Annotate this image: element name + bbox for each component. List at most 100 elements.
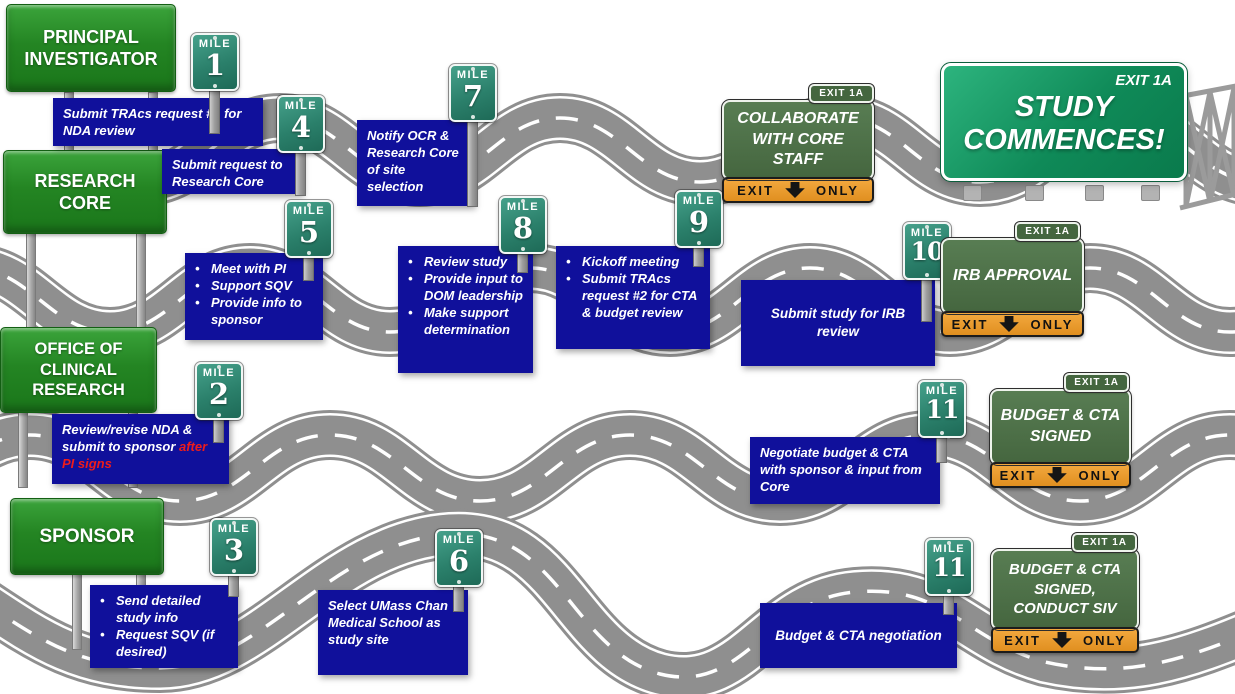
exit-only-banner: EXIT ONLY [722,177,874,203]
bullet-row: •Submit TRAcs request #2 for CTA & budge… [566,271,700,322]
exit-sign-title: BUDGET & CTA SIGNED, CONDUCT SIV [990,548,1140,631]
only-word: ONLY [1078,467,1122,483]
screw-icon [299,98,303,102]
bullet-text: Review study [424,254,508,269]
note-submit-irb: Submit study for IRB review [741,280,935,366]
exit-only-banner: EXIT ONLY [991,627,1139,653]
mile-number: 4 [290,110,312,145]
bullet-icon: • [100,626,105,642]
only-word: ONLY [1082,632,1126,648]
mile-word: MILE [932,543,966,555]
exit-word: EXIT [951,316,989,332]
note-text-highlight: after PI signs [62,438,208,471]
note-submit-tracs-1: Submit TRAcs request #1 for NDA review [53,98,263,146]
screw-icon [307,203,311,207]
bullet-row: • Send detailed study info [100,593,228,627]
bullet-icon: • [408,304,413,320]
screw-icon [299,146,303,150]
mile-word: MILE [682,195,716,207]
mile-marker-11b: MILE 11 [924,537,974,597]
screw-icon [925,225,929,229]
lane-sign-principal-investigator: PRINCIPAL INVESTIGATOR [6,4,176,92]
screw-icon [232,521,236,525]
exit-word: EXIT [737,182,774,198]
mile-number: 8 [512,211,534,246]
sign-post [136,233,146,335]
bullet-icon: • [100,593,105,608]
bullet-icon: • [566,254,571,269]
mile-number: 10 [910,237,945,267]
exit-word: EXIT [999,467,1037,483]
exit-tab-label: EXIT 1A [1115,72,1172,89]
mile-marker-5: MILE 5 [284,199,334,259]
bullet-row: •Review study [408,254,523,271]
mile-marker-2: MILE 2 [194,361,244,421]
exit-tab: EXIT 1A [808,83,875,104]
mile-word: MILE [198,38,232,50]
note-budget-cta-negotiation: Budget & CTA negotiation [760,603,957,668]
exit-only-banner: EXIT ONLY [990,462,1131,488]
note-kickoff-meeting: •Kickoff meeting •Submit TRAcs request #… [556,246,710,349]
exit-down-arrow-icon [999,316,1020,332]
mile-marker-9: MILE 9 [674,189,724,249]
screw-icon [471,115,475,119]
bullet-icon: • [195,261,200,276]
mile-number: 3 [223,533,245,568]
exit-sign-budget-cta-siv: EXIT 1A BUDGET & CTA SIGNED, CONDUCT SIV… [990,532,1140,653]
exit-tab: EXIT 1A [1071,532,1138,553]
screw-icon [213,36,217,40]
mile-marker-11: MILE 11 [917,379,967,439]
bullet-row: •Support SQV [195,278,313,295]
bullet-text: Send detailed study info [116,593,201,625]
mile-word: MILE [202,367,236,379]
screw-icon [217,413,221,417]
exit-down-arrow-icon [785,182,805,198]
study-commences-sign: EXIT 1A STUDY COMMENCES! [940,62,1188,182]
bullet-row: • Meet with PI [195,261,313,278]
mile-marker-6: MILE 6 [434,528,484,588]
note-review-study: •Review study •Provide input to DOM lead… [398,246,533,373]
note-negotiate-budget-cta: Negotiate budget & CTA with sponsor & in… [750,437,940,504]
screw-icon [947,589,951,593]
note-review-revise-nda: Review/revise NDA & submit to sponsor af… [52,414,229,484]
exit-tab: EXIT 1A [1014,221,1081,242]
lane-sign-research-core: RESEARCH CORE [3,150,167,234]
exit-down-arrow-icon [1052,632,1072,648]
sign-light [1085,185,1104,201]
screw-icon [947,541,951,545]
mile-number: 6 [448,544,470,579]
sign-light [1141,185,1160,201]
mile-word: MILE [925,385,959,397]
bullet-text: Meet with PI [211,261,287,276]
mile-pole [921,275,932,322]
mile-number: 11 [932,553,967,583]
screw-icon [521,247,525,251]
exit-only-banner: EXIT ONLY [941,311,1084,337]
only-word: ONLY [1030,316,1074,332]
bullet-icon: • [566,270,571,286]
screw-icon [232,569,236,573]
mile-pole [467,117,478,207]
screw-icon [697,193,701,197]
mile-marker-10: MILE 10 [902,221,952,281]
screw-icon [925,273,929,277]
lane-sign-sponsor: SPONSOR [10,498,164,575]
exit-tab: EXIT 1A [1063,372,1130,393]
bullet-text: Provide info to sponsor [211,294,302,327]
note-sponsor-tasks: •Send detailed study info •Request SQV (… [90,585,238,668]
mile-pole [295,148,306,196]
mile-word: MILE [456,69,490,81]
note-select-umass: Select UMass Chan Medical School as stud… [318,590,468,675]
exit-sign-budget-cta-signed: EXIT 1A BUDGET & CTA SIGNED EXIT ONLY [989,372,1132,488]
sign-post [26,233,36,335]
mile-marker-8: MILE 8 [498,195,548,255]
screw-icon [457,532,461,536]
mile-word: MILE [292,205,326,217]
screw-icon [217,365,221,369]
bullet-row: •Kickoff meeting [566,254,700,271]
mile-marker-3: MILE 3 [209,517,259,577]
mile-marker-4: MILE 4 [276,94,326,154]
sign-post [72,574,82,650]
exit-word: EXIT [1004,632,1041,648]
